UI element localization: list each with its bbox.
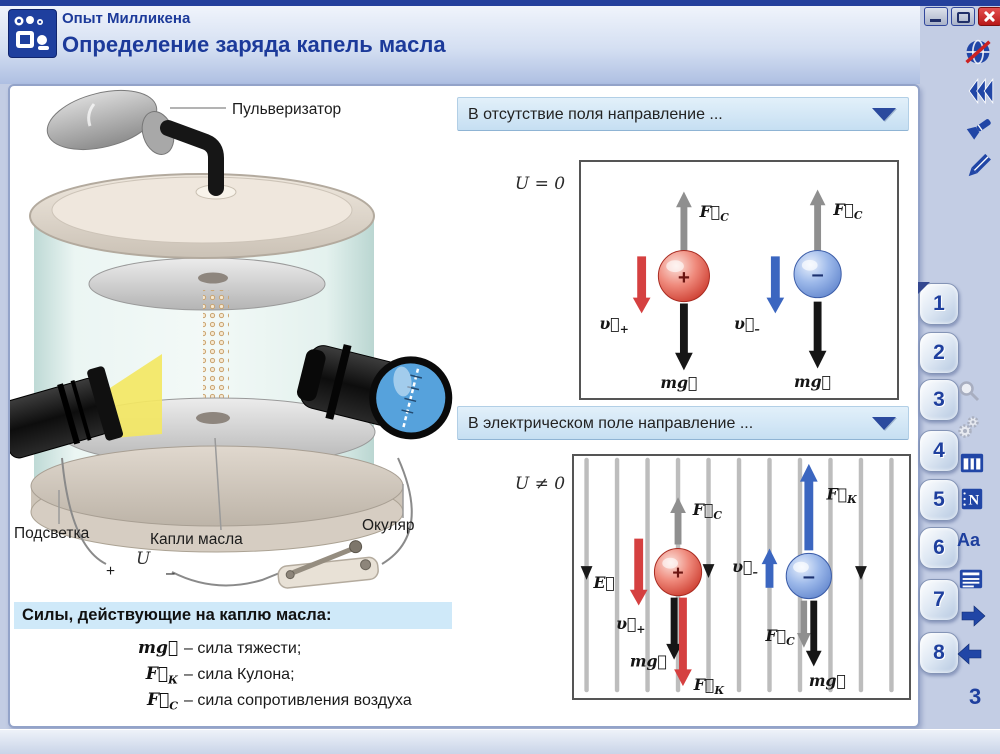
- negative-drop-forces: F⃗К υ⃗– F⃗С – mg⃗: [732, 463, 858, 690]
- dropdown-no-field[interactable]: В отсутствие поля направление ...: [457, 97, 909, 131]
- legend-item-coulomb: F⃗К– сила Кулона;: [145, 664, 295, 687]
- millikan-apparatus-diagram: Пульверизатор Подсветка Капли масла Окул…: [10, 90, 453, 589]
- label-leader-lines: [58, 107, 404, 531]
- chamber-lid: [29, 173, 375, 259]
- nav-button-3[interactable]: 3: [919, 379, 959, 421]
- switch-key: [277, 540, 379, 589]
- chevron-down-icon[interactable]: [872, 108, 896, 121]
- svg-text:υ⃗–: υ⃗–: [734, 314, 760, 336]
- positive-drop-forces: F⃗С υ⃗+ + mg⃗: [599, 191, 729, 392]
- nav-button-5[interactable]: 5: [919, 479, 959, 521]
- page-title: Определение заряда капель масла: [62, 32, 446, 57]
- lesson-supertitle: Опыт Милликена: [62, 10, 191, 27]
- negative-drop-forces: F⃗С υ⃗– – mg⃗: [734, 189, 863, 391]
- forces-legend: mg⃗– сила тяжести; F⃗К– сила Кулона; F⃗С…: [138, 635, 468, 713]
- dropdown-no-field-label: В отсутствие поля направление ...: [468, 106, 723, 123]
- svg-text:F⃗С: F⃗С: [765, 626, 796, 648]
- flashlight-icon[interactable]: [966, 112, 996, 142]
- svg-text:mg⃗: mg⃗: [809, 671, 846, 690]
- nav-button-4[interactable]: 4: [919, 430, 959, 472]
- window-controls: [924, 7, 1000, 26]
- nav-button-2[interactable]: 2: [919, 332, 959, 374]
- notebook-icon[interactable]: N: [959, 486, 985, 512]
- eyepiece-scope: [296, 344, 453, 440]
- minimize-button[interactable]: [924, 7, 948, 26]
- nav-button-6[interactable]: 6: [919, 527, 959, 569]
- atomizer-label: Пульверизатор: [232, 101, 341, 118]
- minimize-icon: [930, 19, 941, 22]
- pencil-icon[interactable]: [962, 150, 994, 182]
- settings-gears-icon[interactable]: [956, 414, 982, 440]
- oil-drop-stream: [203, 290, 229, 418]
- legend-item-gravity: mg⃗– сила тяжести;: [138, 638, 302, 658]
- oil-drops-label: Капли масла: [150, 531, 243, 548]
- dropdown-in-field-label: В электрическом поле направление ...: [468, 415, 754, 432]
- positive-drop-forces: F⃗С υ⃗+ + mg⃗ F⃗К: [616, 497, 724, 694]
- title-bar: Опыт Милликена Определение заряда капель…: [0, 6, 920, 84]
- text-size-icon[interactable]: Aa: [957, 530, 981, 550]
- close-button[interactable]: [978, 7, 1000, 26]
- field-label: E⃗: [592, 573, 614, 592]
- svg-text:mg⃗: mg⃗: [660, 373, 697, 392]
- zoom-icon[interactable]: [956, 378, 982, 404]
- nav-button-8[interactable]: 8: [919, 632, 959, 674]
- svg-text:F⃗К: F⃗К: [693, 675, 725, 694]
- apparatus-base: [30, 445, 404, 553]
- force-diagram-no-field: F⃗С υ⃗+ + mg⃗ F⃗С: [579, 160, 899, 400]
- rewind-icon[interactable]: [966, 76, 996, 106]
- force-diagram-in-field: E⃗ F⃗С υ⃗+ + mg⃗ F⃗К: [572, 454, 911, 700]
- globe-disabled-icon[interactable]: [962, 36, 994, 68]
- nav-button-1[interactable]: 1: [918, 282, 959, 325]
- field-direction-arrows: [580, 564, 867, 580]
- light-beam: [110, 354, 162, 438]
- minus-terminal-label: –: [166, 565, 175, 582]
- svg-text:mg⃗: mg⃗: [630, 651, 667, 670]
- svg-text:F⃗С: F⃗С: [692, 500, 723, 522]
- chevron-down-icon[interactable]: [872, 417, 896, 430]
- table-icon[interactable]: [959, 450, 985, 476]
- svg-text:υ⃗+: υ⃗+: [599, 314, 628, 336]
- plus-terminal-label: +: [106, 563, 115, 580]
- svg-text:mg⃗: mg⃗: [794, 372, 831, 391]
- forces-legend-header: Силы, действующие на каплю масла:: [14, 602, 452, 629]
- backlight-lamp: [10, 366, 123, 459]
- restore-button[interactable]: [951, 7, 975, 26]
- current-page-fold: [918, 282, 930, 294]
- circuit-wires: [61, 457, 413, 587]
- dropdown-in-field[interactable]: В электрическом поле направление ...: [457, 406, 909, 440]
- journal-icon[interactable]: [958, 566, 984, 592]
- top-border: [0, 0, 1000, 6]
- svg-text:+: +: [672, 562, 683, 584]
- eyepiece-label: Окуляр: [362, 517, 414, 534]
- app-logo-icon: [8, 9, 57, 58]
- condition-in-field: U ≠ 0: [514, 474, 566, 494]
- svg-text:F⃗С: F⃗С: [699, 202, 730, 224]
- content-panel: Пульверизатор Подсветка Капли масла Окул…: [8, 84, 920, 728]
- next-arrow-icon[interactable]: [959, 602, 987, 630]
- svg-text:+: +: [678, 266, 690, 289]
- legend-item-drag: F⃗С– сила сопротивления воздуха: [146, 690, 412, 713]
- back-arrow-icon[interactable]: [956, 640, 984, 668]
- page-number: 3: [969, 684, 982, 709]
- svg-text:υ⃗–: υ⃗–: [732, 557, 758, 579]
- svg-text:F⃗С: F⃗С: [832, 200, 863, 222]
- svg-text:υ⃗+: υ⃗+: [616, 614, 645, 636]
- condition-no-field: U = 0: [514, 174, 566, 194]
- voltage-label: U: [136, 549, 151, 569]
- backlight-label: Подсветка: [14, 525, 90, 542]
- svg-text:–: –: [803, 563, 815, 588]
- svg-text:–: –: [812, 261, 824, 286]
- svg-text:F⃗К: F⃗К: [826, 484, 858, 506]
- svg-text:N: N: [968, 493, 979, 509]
- restore-icon: [957, 12, 970, 23]
- atomizer: [46, 90, 224, 196]
- status-bar: [0, 729, 1000, 754]
- nav-button-7[interactable]: 7: [919, 579, 959, 621]
